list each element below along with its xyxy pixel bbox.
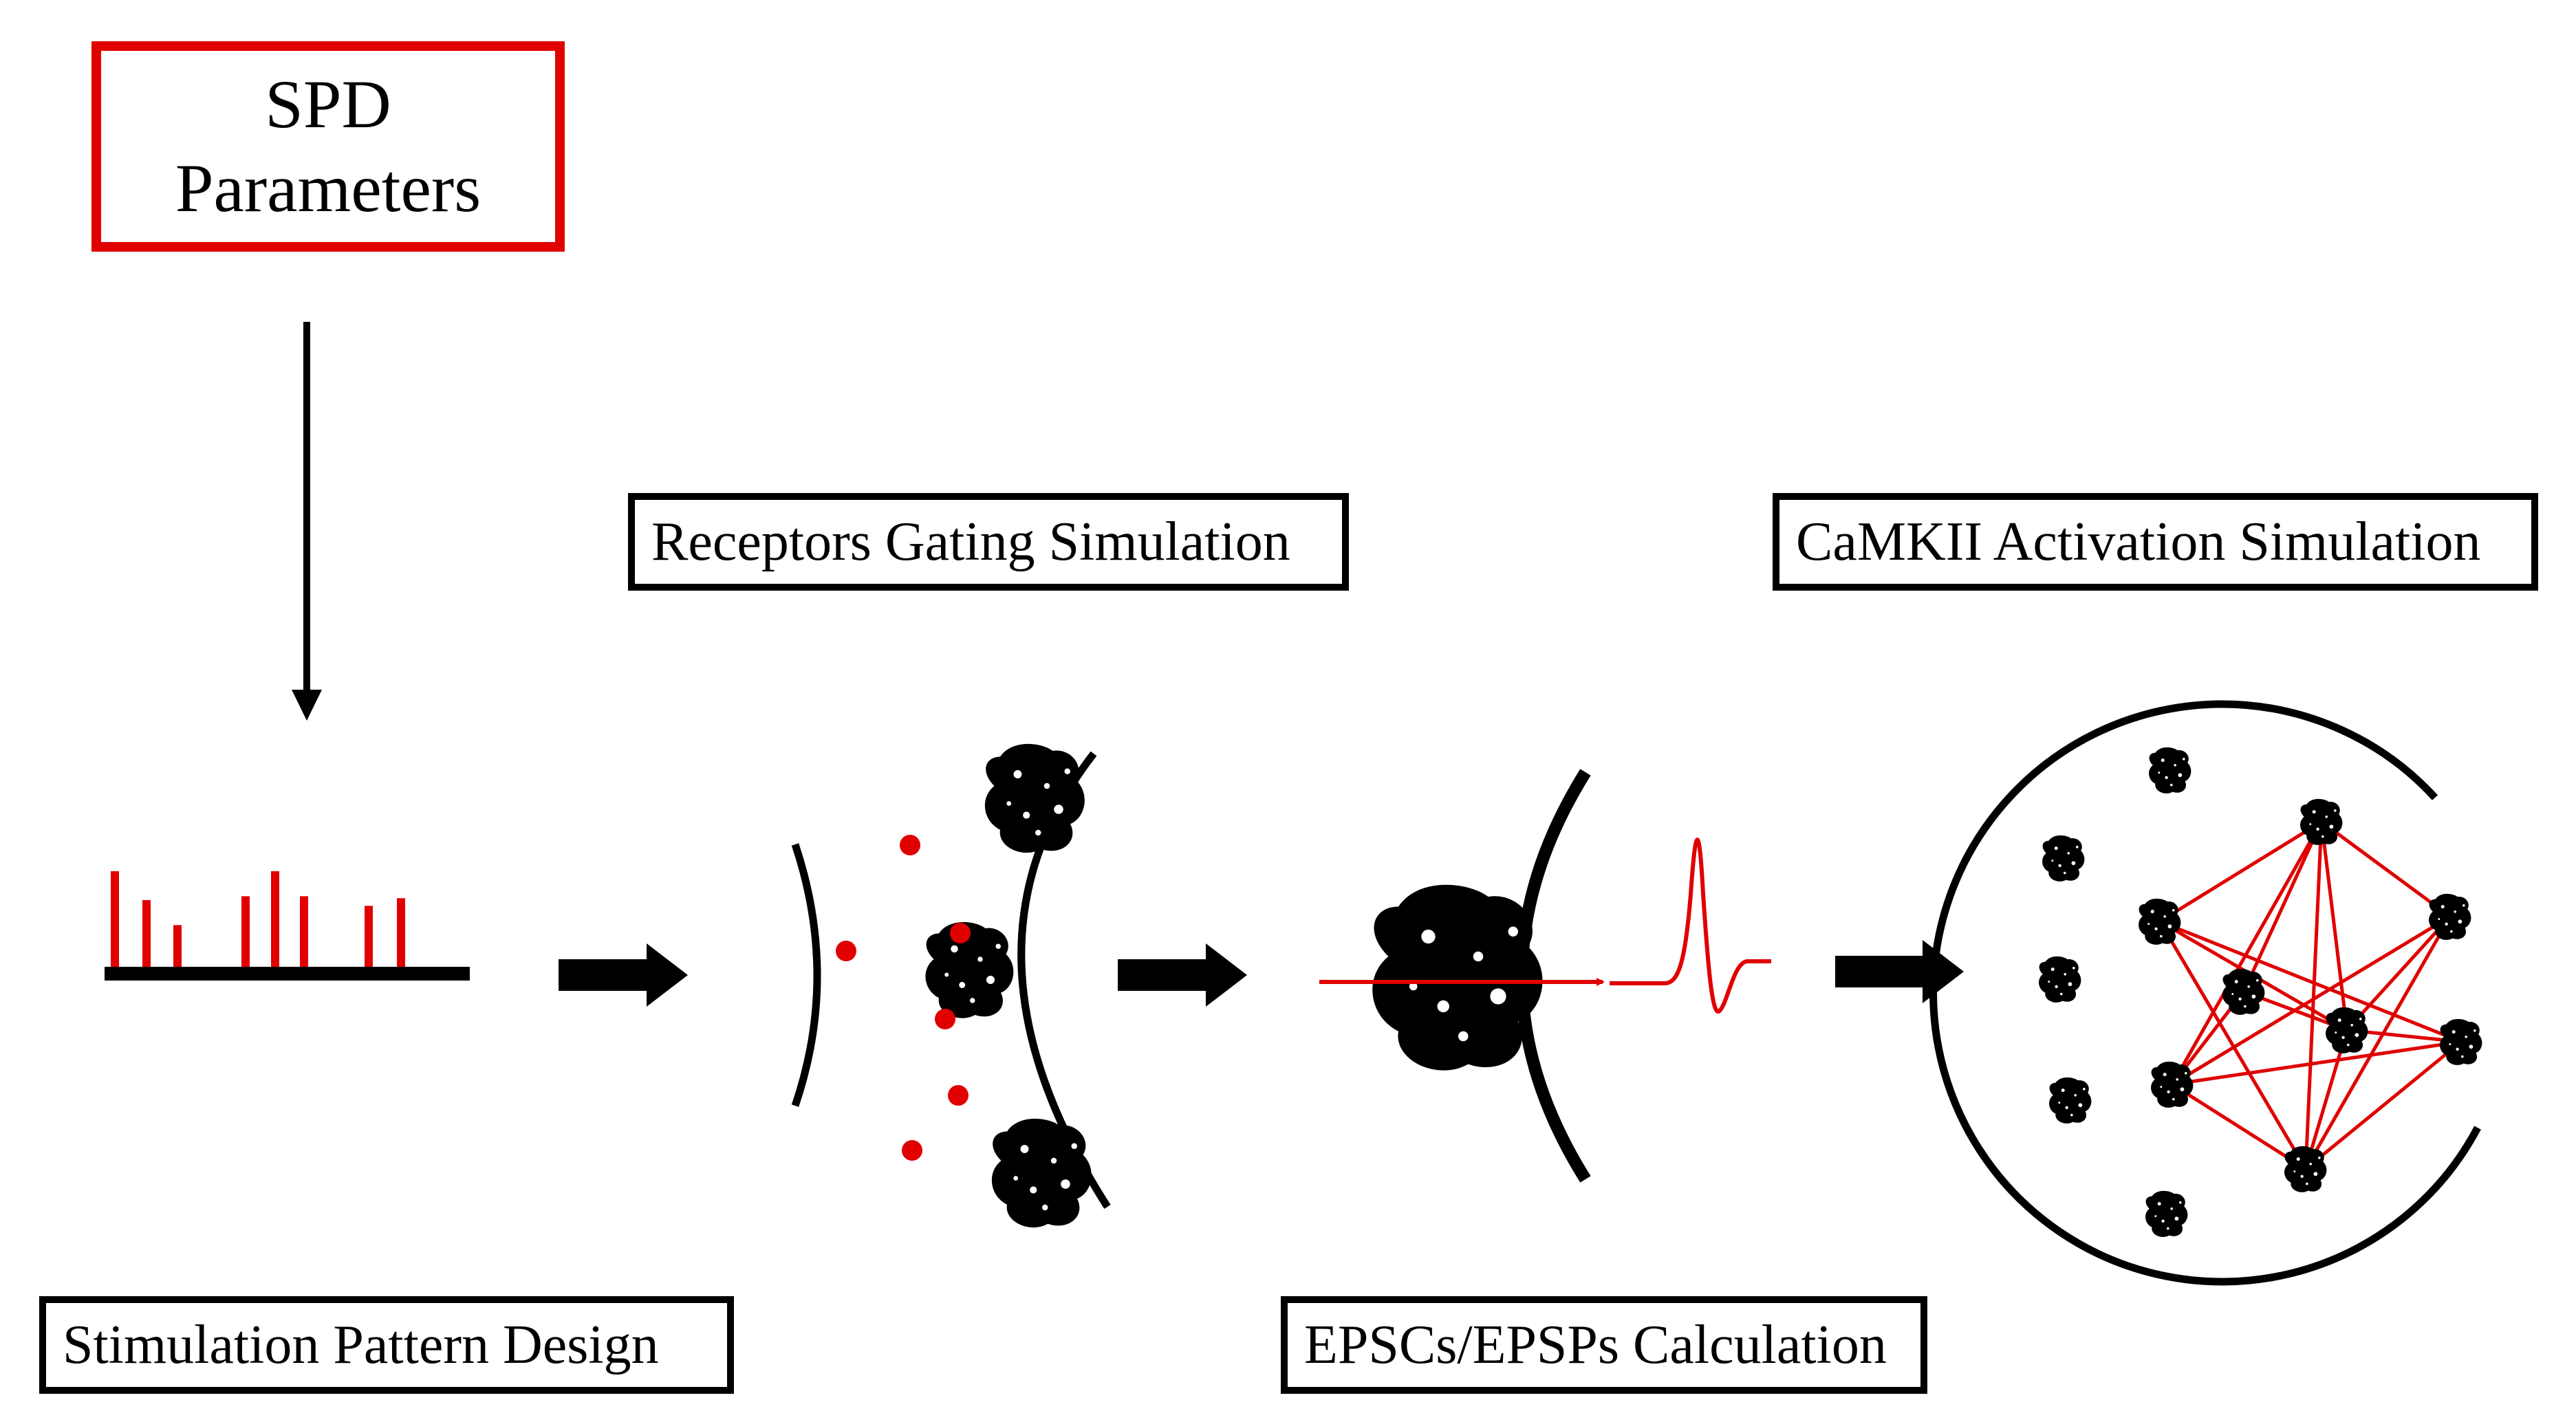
neurotransmitter-dot-icon xyxy=(935,1009,955,1029)
epsp-panel xyxy=(1319,769,1771,1183)
stimulation-pattern-label-box: Stimulation Pattern Design xyxy=(39,1296,734,1394)
camkii-interaction-line xyxy=(2242,820,2324,993)
camkii-interaction-line xyxy=(2304,915,2452,1170)
camkii-holoenzyme-icon xyxy=(2149,747,2191,794)
camkii-holoenzyme-icon xyxy=(2039,956,2081,1003)
camkii-interaction-line xyxy=(2320,820,2451,919)
flow-arrow-3 xyxy=(1835,940,1964,1003)
camkii-interaction-line xyxy=(2172,1040,2462,1086)
camkii-interaction-line xyxy=(2319,821,2349,1031)
camkii-interaction-line xyxy=(2158,820,2323,923)
camkii-panel xyxy=(1929,700,2482,1286)
camkii-holoenzyme-icon xyxy=(2049,1077,2092,1124)
receptor-protein-icon xyxy=(984,743,1085,853)
camkii-interaction-line xyxy=(2346,915,2451,1031)
camkii-interaction-line xyxy=(2304,821,2324,1170)
camkii-holoenzyme-icon xyxy=(2300,798,2343,845)
epsp-membrane xyxy=(1515,769,1591,1183)
camkii-holoenzyme-icon xyxy=(2326,1007,2368,1053)
spd-subtitle: Parameters xyxy=(175,150,481,226)
spd-down-arrow-head xyxy=(292,690,322,721)
camkii-holoenzyme-icon xyxy=(2284,1146,2327,1192)
presynaptic-membrane xyxy=(791,843,821,1107)
camkii-activation-label: CaMKII Activation Simulation xyxy=(1796,511,2481,572)
camkii-interaction-line xyxy=(2158,920,2308,1170)
neurotransmitter-dot-icon xyxy=(900,835,920,855)
camkii-activation-label-box: CaMKII Activation Simulation xyxy=(1773,493,2538,591)
synapse-panel xyxy=(791,743,1111,1228)
camkii-holoenzyme-icon xyxy=(2145,1190,2188,1237)
camkii-holoenzyme-icon xyxy=(2151,1061,2194,1108)
flow-arrow-1 xyxy=(559,943,688,1007)
epsc-calculation-label-box: EPSCs/EPSPs Calculation xyxy=(1281,1296,1927,1394)
spd-parameters-box: SPD Parameters xyxy=(91,41,565,252)
camkii-interaction-line xyxy=(2171,1082,2307,1171)
camkii-interaction-line xyxy=(2304,1040,2463,1170)
neurotransmitter-dots xyxy=(836,835,971,1161)
spd-title: SPD xyxy=(265,66,391,142)
epsc-calculation-label: EPSCs/EPSPs Calculation xyxy=(1304,1314,1887,1375)
neurotransmitter-dot-icon xyxy=(950,923,971,943)
neurotransmitter-dot-icon xyxy=(948,1085,968,1106)
camkii-holoenzyme-icon xyxy=(2440,1018,2482,1065)
camkii-interaction-line xyxy=(2170,820,2324,1086)
camkii-holoenzyme-icon xyxy=(2139,898,2181,945)
camkii-holoenzyme-icon xyxy=(2042,835,2085,882)
stimulation-pattern-icon xyxy=(105,871,470,981)
neurotransmitter-dot-icon xyxy=(836,941,856,961)
camkii-interaction-line xyxy=(2304,1029,2349,1170)
camkii-holoenzyme-icon xyxy=(2222,968,2265,1015)
receptors-gating-label: Receptors Gating Simulation xyxy=(651,511,1290,572)
receptors-gating-label-box: Receptors Gating Simulation xyxy=(628,493,1349,591)
camkii-network xyxy=(2039,747,2482,1237)
stimulation-pattern-label: Stimulation Pattern Design xyxy=(63,1314,659,1375)
camkii-interaction-line xyxy=(2171,915,2451,1086)
camkii-interaction-line xyxy=(2159,919,2462,1044)
flow-arrow-2 xyxy=(1118,943,1247,1007)
camkii-spine-membrane xyxy=(1929,700,2481,1286)
receptor-protein-icon xyxy=(991,1118,1092,1228)
epsp-trace-icon xyxy=(1610,838,1771,1014)
neurotransmitter-dot-icon xyxy=(902,1140,922,1161)
